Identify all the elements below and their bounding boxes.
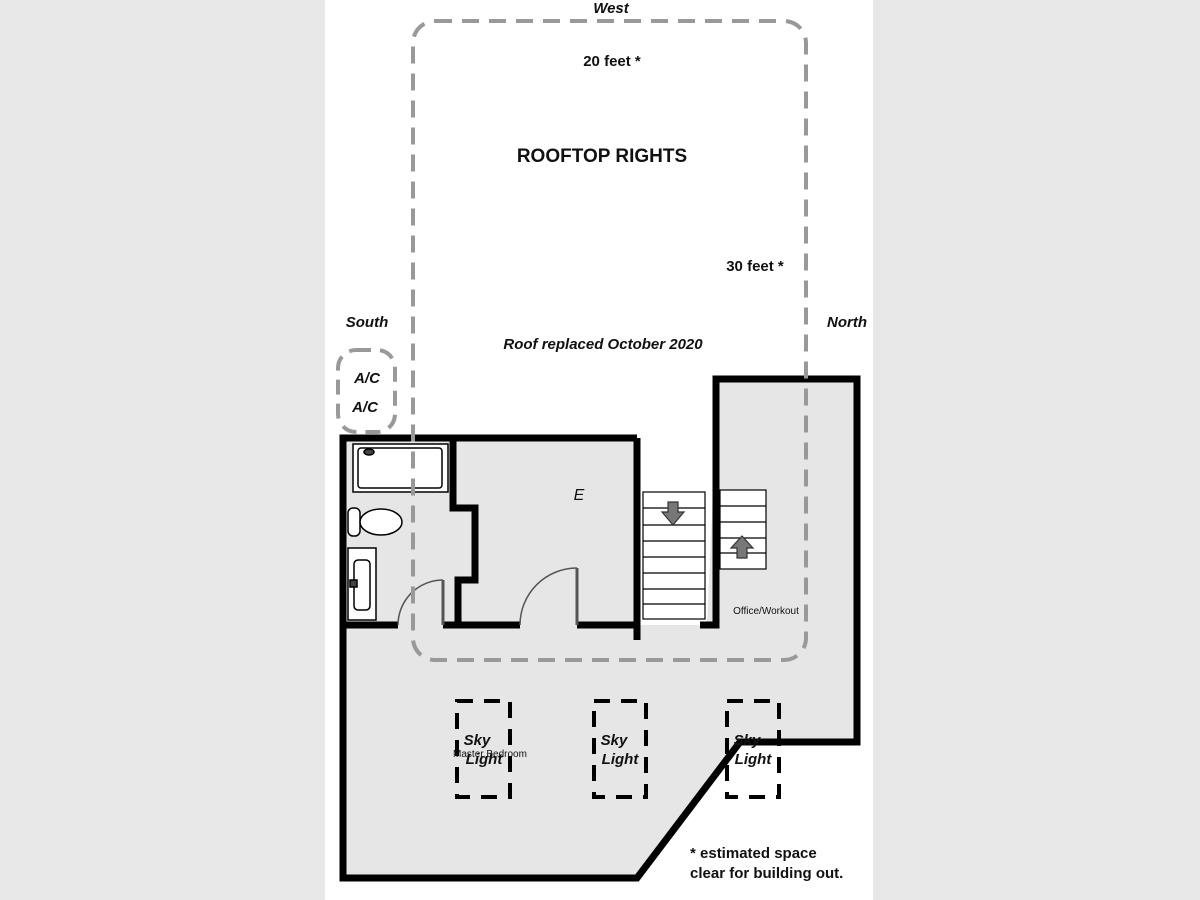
rooftop-rights-boundary [411, 19, 808, 662]
toilet-bowl [359, 508, 403, 536]
arrow-up-icon [729, 535, 755, 559]
skylight-1-label-line2: Light [466, 751, 504, 768]
rooftop-rights-title: ROOFTOP RIGHTS [517, 146, 687, 167]
wall-outer-left [339, 375, 861, 882]
elevator-label: E [574, 487, 585, 504]
skylight-1 [455, 699, 512, 799]
bathroom-fixtures [347, 443, 449, 621]
rooftop-width-label: 20 feet * [583, 53, 641, 70]
compass-west-label: West [593, 0, 630, 17]
skylight-3-label-line2: Light [735, 751, 773, 768]
roof-replaced-note: Roof replaced October 2020 [503, 336, 703, 353]
skylight-1-label-line1: Sky [464, 732, 491, 749]
skylight-2-label-line1: Sky [601, 732, 628, 749]
skylight-3-label-line1: Sky [734, 732, 761, 749]
skylights [455, 699, 781, 799]
footnote-line2: clear for building out. [690, 865, 843, 882]
arrow-down-icon [660, 501, 686, 526]
stairs-down [642, 491, 706, 620]
office-workout-label: Office/Workout [733, 606, 799, 617]
walls [339, 375, 861, 882]
wall-bath-east [449, 438, 479, 625]
tub-drain-icon [363, 448, 375, 456]
door-swing-elevator [519, 567, 578, 626]
faucet-icon [349, 579, 358, 588]
skylight-3 [725, 699, 781, 799]
bathtub-inner [357, 447, 443, 489]
ac-unit-label-1: A/C [353, 370, 381, 387]
stairs-up [719, 489, 767, 570]
compass-north-label: North [827, 314, 867, 331]
ac-enclosure [336, 348, 397, 434]
skylight-2-label-line2: Light [602, 751, 640, 768]
master-bedroom-label: Master Bedroom [453, 749, 527, 760]
ac-unit-label-2: A/C [351, 399, 379, 416]
footnote-line1: * estimated space [690, 845, 817, 862]
toilet-tank [347, 507, 361, 537]
compass-south-label: South [346, 314, 389, 331]
rooftop-depth-label: 30 feet * [726, 258, 784, 275]
skylight-2 [592, 699, 648, 799]
